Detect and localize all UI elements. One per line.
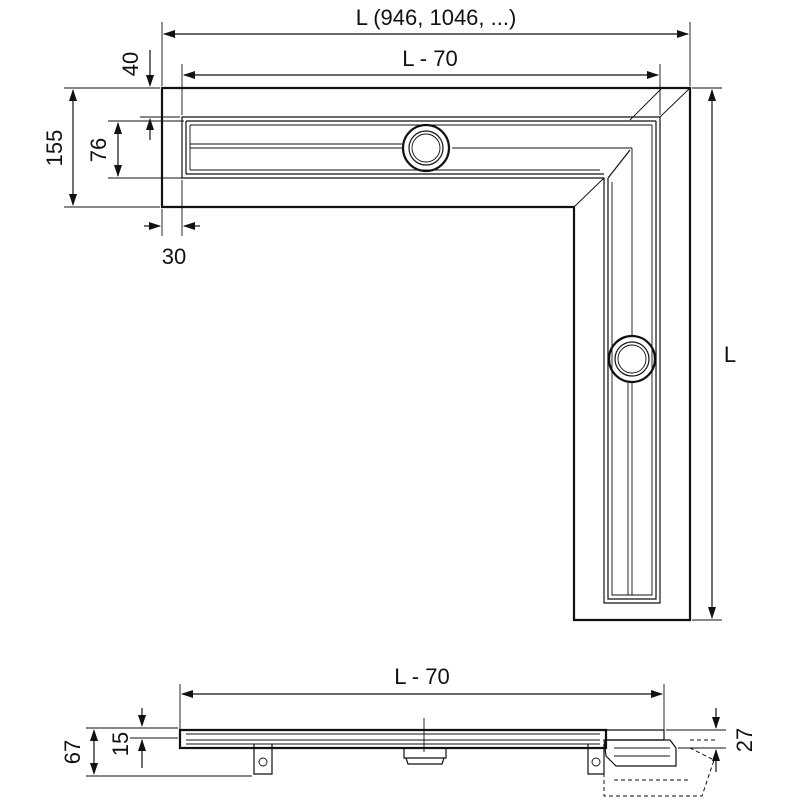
profile-outer-bevel bbox=[629, 87, 663, 121]
channel-depth-label: 76 bbox=[86, 138, 111, 162]
section-profile bbox=[178, 728, 608, 750]
section-foot-right bbox=[587, 744, 605, 775]
dimension-grate-height: 15 bbox=[108, 708, 178, 768]
horizontal-channel bbox=[185, 120, 656, 175]
total-height-label: 67 bbox=[60, 740, 85, 764]
dimension-section-width: L - 70 bbox=[179, 664, 665, 730]
drain-outline bbox=[160, 86, 692, 622]
end-offset-label: 30 bbox=[162, 244, 186, 269]
section-center-outlet bbox=[403, 748, 447, 765]
outlet-vertical bbox=[607, 334, 657, 384]
section-outlet-right bbox=[603, 729, 718, 797]
dimension-channel-depth: 76 bbox=[86, 120, 184, 179]
section-view: L - 70 6 bbox=[60, 664, 757, 797]
outlet-horizontal bbox=[401, 123, 451, 173]
dimension-outlet-height: 27 bbox=[666, 708, 757, 772]
profile-bevel bbox=[573, 87, 691, 208]
profile-depth-label: 155 bbox=[42, 130, 67, 167]
overall-width-label: L (946, 1046, ...) bbox=[356, 5, 517, 30]
offset-top-label: 40 bbox=[118, 52, 143, 76]
dimension-inner-width: L - 70 bbox=[181, 46, 661, 115]
dimension-end-offset: 30 bbox=[144, 180, 200, 269]
dimension-profile-depth: 155 bbox=[42, 87, 160, 208]
dimension-height: L bbox=[692, 87, 736, 621]
vertical-channel-inner bbox=[611, 125, 653, 596]
outlet-height-label: 27 bbox=[732, 728, 757, 752]
dimension-overall-width: L (946, 1046, ...) bbox=[161, 5, 691, 86]
section-width-label: L - 70 bbox=[394, 664, 449, 689]
height-label: L bbox=[724, 342, 736, 367]
profile-inner-edge bbox=[181, 116, 661, 604]
section-foot-left bbox=[253, 744, 273, 775]
plan-view: L (946, 1046, ...) L - 70 L 155 bbox=[42, 5, 736, 622]
section-profile-detail bbox=[186, 733, 600, 745]
grate-height-label: 15 bbox=[108, 732, 133, 756]
dimension-offset-top: 40 bbox=[118, 50, 180, 140]
dimension-total-height: 67 bbox=[60, 727, 252, 777]
inner-width-label: L - 70 bbox=[402, 46, 457, 71]
